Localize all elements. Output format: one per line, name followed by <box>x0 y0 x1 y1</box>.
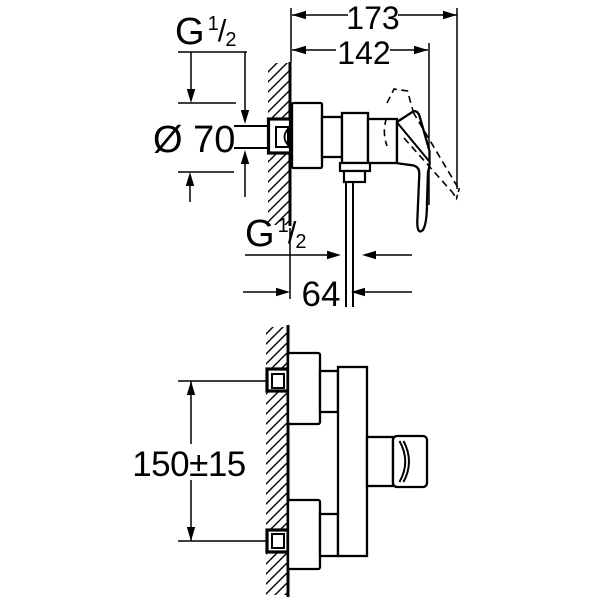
arrowhead-icon <box>186 381 196 395</box>
inlet-fitting-top-view <box>234 117 293 155</box>
label-hose-offset: 64 <box>301 275 341 314</box>
arrowhead-icon <box>414 45 428 55</box>
escutcheon <box>290 101 324 170</box>
lever-cap-arc <box>402 440 410 483</box>
dimension-outlet-thread <box>245 250 412 260</box>
bottom-view <box>178 325 429 597</box>
arrowhead-icon <box>240 110 250 124</box>
dimension-escutcheon-diameter <box>178 89 236 202</box>
arrowhead-icon <box>186 527 196 541</box>
body-neck <box>320 115 344 159</box>
dimension-total-depth <box>290 8 458 189</box>
label-escutcheon-diameter: Ø 70 <box>153 119 236 161</box>
shower-hose-outlet-top-view <box>338 161 372 307</box>
union-bottom <box>318 512 340 558</box>
label-body-depth: 142 <box>337 35 391 71</box>
cartridge-housing <box>340 111 370 165</box>
lever-cap-arc <box>398 440 407 483</box>
dimension-inlet-thread <box>178 51 250 197</box>
dimension-body-depth <box>292 43 430 205</box>
arrowhead-icon <box>292 45 306 55</box>
escutcheon-top <box>286 351 322 426</box>
arrowhead-icon <box>351 287 365 297</box>
arrowhead-icon <box>327 250 341 260</box>
body-slab <box>336 365 369 558</box>
arrowhead-icon <box>276 287 290 297</box>
inlet-fitting-top-connection <box>265 367 290 393</box>
escutcheon-bottom <box>286 498 322 571</box>
lever-open-position-dashed <box>383 88 461 201</box>
lever-underside-edge <box>396 122 430 162</box>
arrowhead-icon <box>186 89 196 103</box>
spout-section <box>366 117 399 165</box>
arrowhead-icon <box>240 150 250 164</box>
label-total-depth: 173 <box>346 0 400 36</box>
arrowhead-icon <box>443 10 457 20</box>
union-top <box>318 369 340 414</box>
label-connection-distance: 150±15 <box>132 445 246 484</box>
lever-blade <box>395 110 431 233</box>
arrowhead-icon <box>185 172 195 186</box>
mixer-body-top-view <box>290 101 399 170</box>
top-view <box>178 8 461 307</box>
arrowhead-icon <box>362 250 376 260</box>
mixer-body-bottom-view <box>286 351 429 571</box>
dimension-connection-distance <box>178 380 268 542</box>
inlet-fitting-bottom-connection <box>265 528 290 554</box>
handle-lever-top-view <box>383 88 461 233</box>
dimension-hose-offset <box>243 228 412 299</box>
arrowhead-icon <box>292 10 306 20</box>
lever-stem <box>365 435 395 488</box>
wall-section-bottom-view <box>266 325 290 597</box>
